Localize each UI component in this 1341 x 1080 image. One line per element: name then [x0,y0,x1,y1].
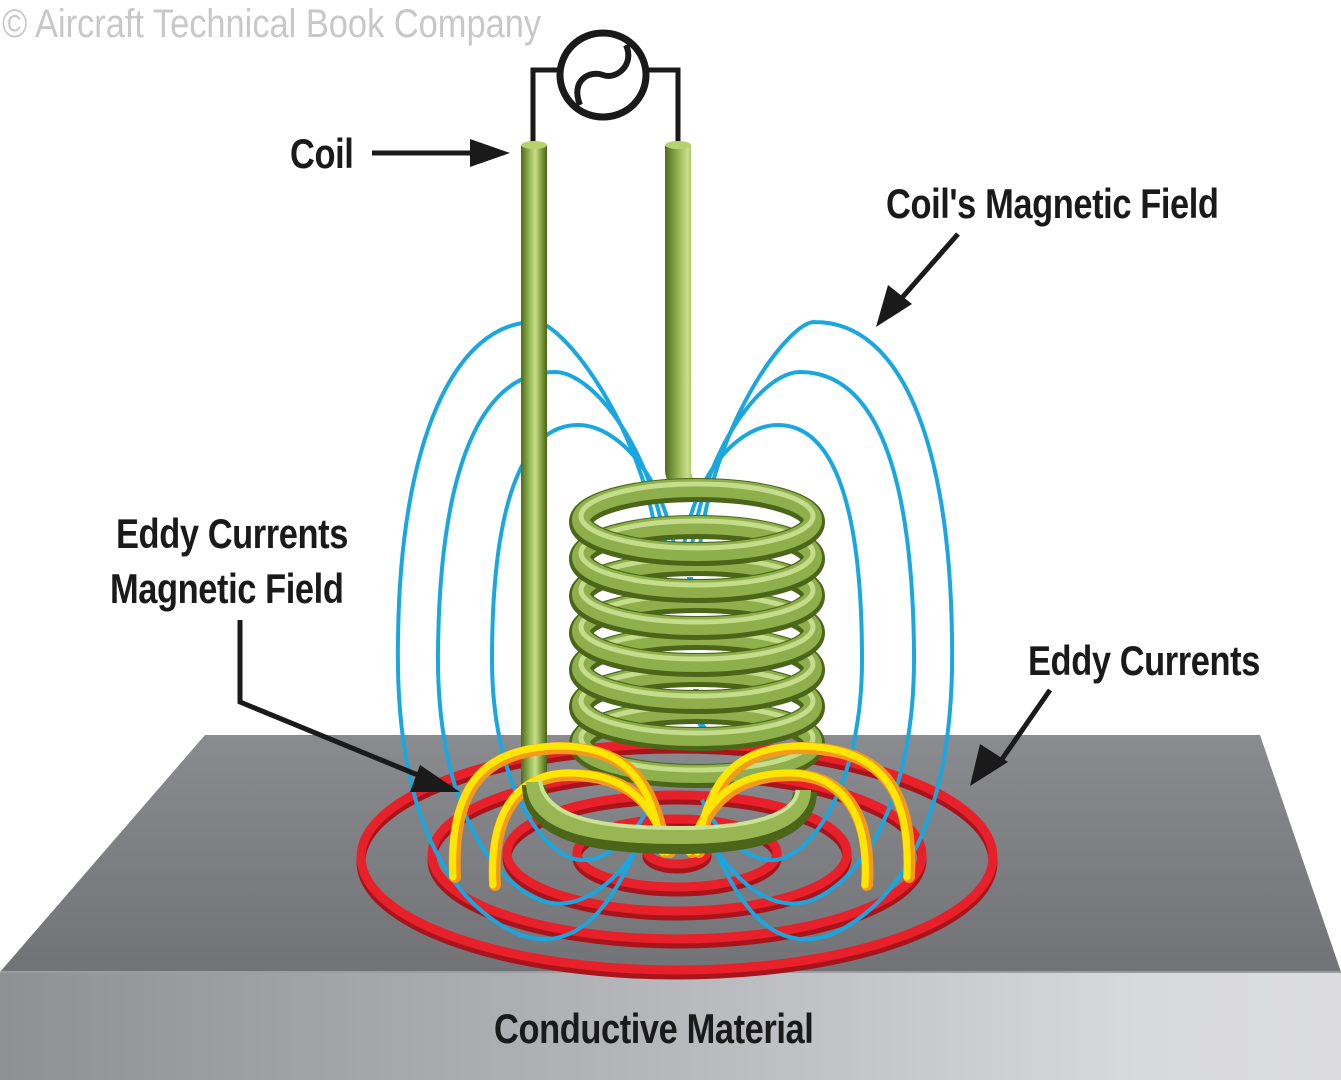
label-coil: Coil [290,130,354,177]
coil-ring [569,515,825,603]
coil-rings [569,478,825,788]
label-eddy-field-line2: Magnetic Field [110,565,344,612]
field-line [682,422,865,863]
wire-left [530,67,562,145]
coil-ring [569,478,825,566]
field-line [690,369,917,906]
eddy-ring [572,814,782,892]
field-line [698,320,955,942]
eddy-currents-magnetic-field [448,741,916,891]
label-eddy-currents: Eddy Currents [1028,637,1260,684]
arrow-eddy-field [237,620,460,792]
field-line [395,320,660,942]
label-conductive-material: Conductive Material [494,1005,814,1052]
field-line [489,422,676,863]
watermark: © Aircraft Technical Book Company [2,2,542,46]
arrow-coils-field [876,232,960,327]
annotation-arrows [237,139,1053,792]
coil-lead-right [665,145,706,500]
coils-magnetic-field [395,320,955,942]
material-front-face [0,972,1341,1080]
label-eddy-field-line1: Eddy Currents [116,510,348,557]
ac-source-icon [556,29,650,121]
coil-bottom-ring [522,779,817,855]
coil [521,141,825,788]
field-line [435,369,668,906]
coil-lead-left [521,145,547,785]
arrow-eddy-currents [970,688,1053,786]
wire-right [645,67,681,145]
circuit [530,29,681,145]
arrow-coil [372,139,510,167]
label-coils-magnetic-field: Coil's Magnetic Field [886,180,1219,227]
eddy-ring [502,790,852,916]
